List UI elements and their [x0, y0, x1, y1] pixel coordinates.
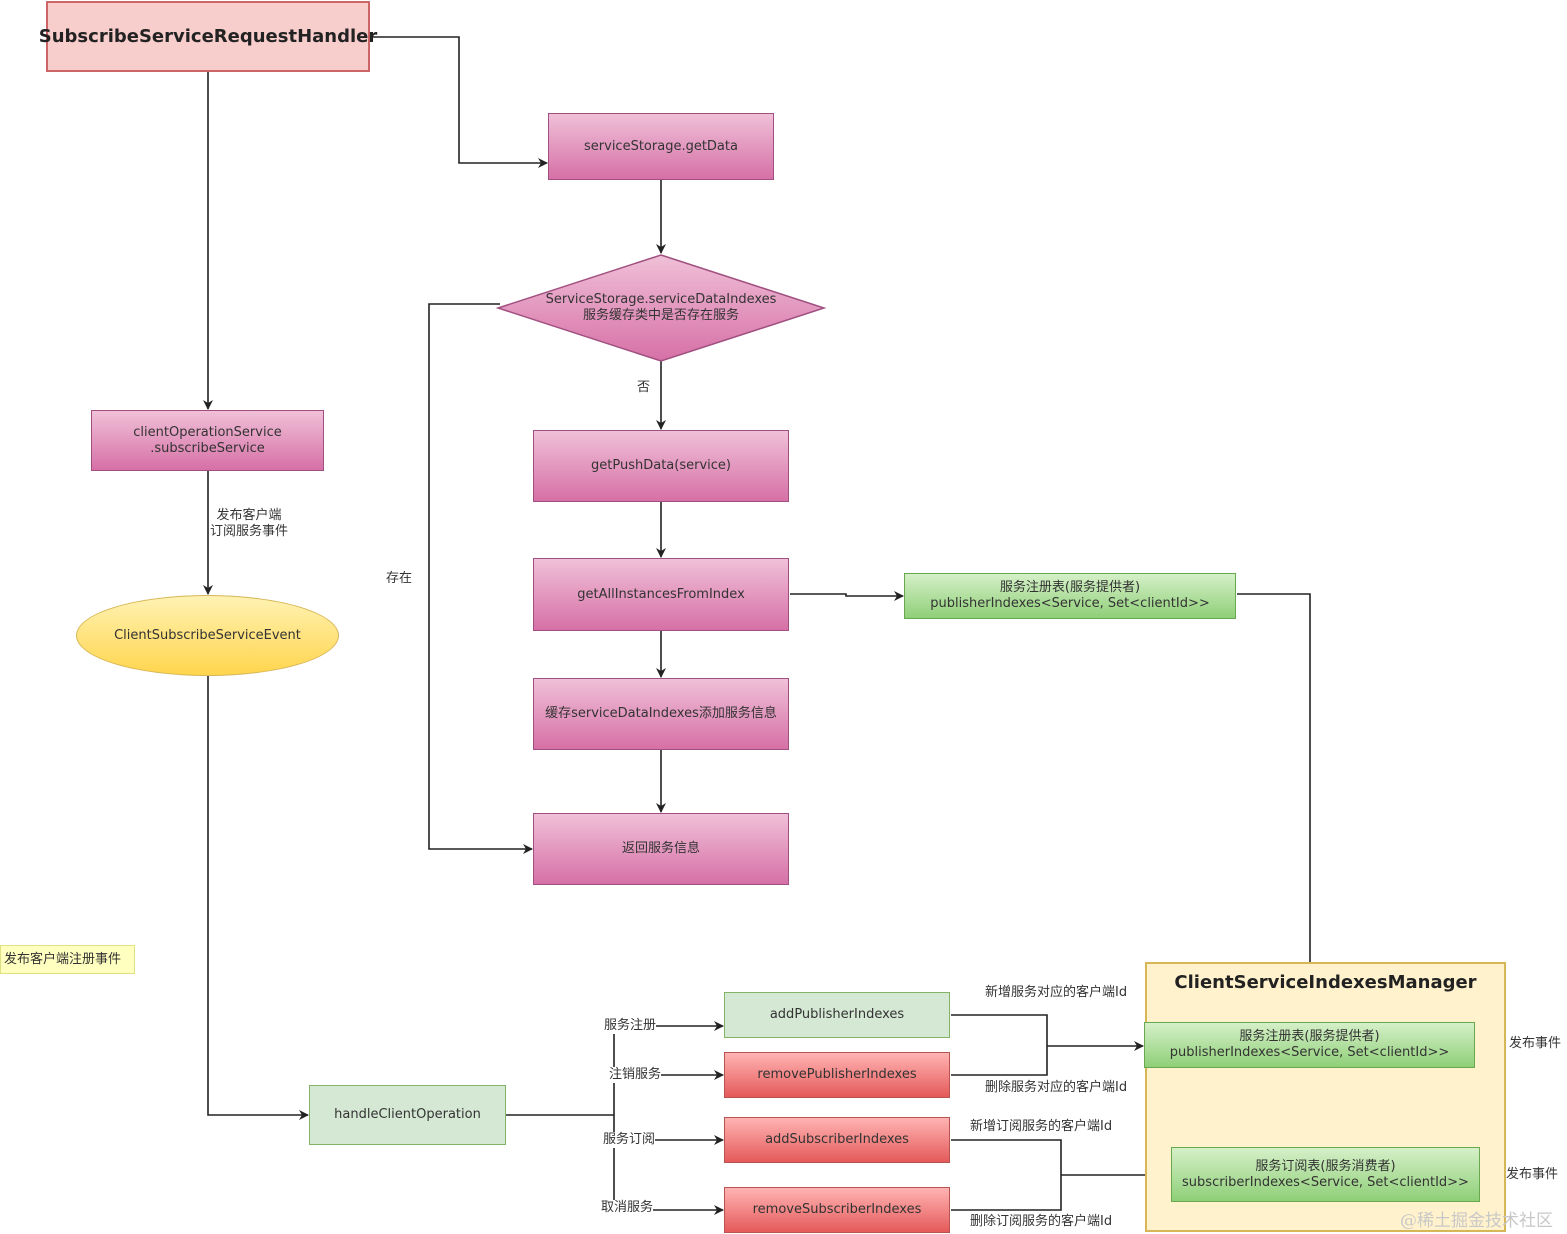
return-service-info-node[interactable]: 返回服务信息: [533, 813, 789, 885]
label-publish-event-2: 发布事件: [1506, 1167, 1559, 1182]
edge-handler-to-getdata: [370, 36, 548, 168]
label-unsubscribe: 取消服务: [601, 1200, 654, 1216]
label-exists: 存在: [386, 571, 413, 586]
subscriber-table-node[interactable]: 服务订阅表(服务消费者) subscriberIndexes<Service, …: [1171, 1147, 1480, 1202]
label-no: 否: [637, 380, 651, 395]
edge-allinstances-to-pubtable: [790, 591, 904, 601]
subscribe-service-request-handler-node[interactable]: SubscribeServiceRequestHandler: [39, 1, 377, 72]
add-publisher-indexes-node[interactable]: addPublisherIndexes: [724, 992, 950, 1038]
label-publish-event-1: 发布事件: [1509, 1036, 1562, 1051]
cache-add-service-info-node[interactable]: 缓存serviceDataIndexes添加服务信息: [533, 678, 789, 750]
decision-diamond-shape: [495, 254, 827, 362]
label-delete-service-client: 删除服务对应的客户端Id: [985, 1080, 1128, 1095]
service-storage-getdata-node[interactable]: serviceStorage.getData: [548, 113, 774, 180]
remove-subscriber-indexes-node[interactable]: removeSubscriberIndexes: [724, 1187, 950, 1233]
manager-title: ClientServiceIndexesManager: [1174, 972, 1477, 993]
label-delete-subscribe-client: 删除订阅服务的客户端Id: [970, 1214, 1113, 1229]
edge-pubtable-to-manager: [1237, 593, 1315, 1022]
service-data-indexes-decision-node[interactable]: ServiceStorage.serviceDataIndexes 服务缓存类中…: [545, 292, 777, 323]
publisher-table-node[interactable]: 服务注册表(服务提供者) publisherIndexes<Service, S…: [1144, 1022, 1475, 1068]
label-cancel-service: 注销服务: [609, 1067, 662, 1083]
client-operation-subscribe-node[interactable]: clientOperationService .subscribeService: [91, 410, 324, 471]
handle-client-operation-node[interactable]: handleClientOperation: [309, 1085, 506, 1145]
label-service-subscribe: 服务订阅: [603, 1132, 656, 1148]
label-add-subscribe-client: 新增订阅服务的客户端Id: [970, 1119, 1113, 1134]
watermark: @稀土掘金技术社区: [1400, 1211, 1553, 1231]
get-push-data-node[interactable]: getPushData(service): [533, 430, 789, 502]
edge-addpub-merge: [951, 1014, 1048, 1076]
client-subscribe-service-event-node[interactable]: ClientSubscribeServiceEvent: [76, 595, 339, 676]
publisher-table-top-node[interactable]: 服务注册表(服务提供者) publisherIndexes<Service, S…: [904, 573, 1236, 619]
label-publish-subscribe-event: 发布客户端 订阅服务事件: [210, 508, 289, 540]
add-subscriber-indexes-node[interactable]: addSubscriberIndexes: [724, 1117, 950, 1163]
label-add-service-client: 新增服务对应的客户端Id: [985, 985, 1128, 1000]
edge-event-to-handleop: [207, 676, 309, 1120]
edge-decision-exists-to-return: [428, 303, 533, 854]
note-publish-register-event: 发布客户端注册事件: [0, 945, 135, 974]
get-all-instances-node[interactable]: getAllInstancesFromIndex: [533, 558, 789, 631]
remove-publisher-indexes-node[interactable]: removePublisherIndexes: [724, 1052, 950, 1098]
edge-addsub-merge: [951, 1139, 1062, 1211]
label-service-register: 服务注册: [604, 1018, 657, 1034]
